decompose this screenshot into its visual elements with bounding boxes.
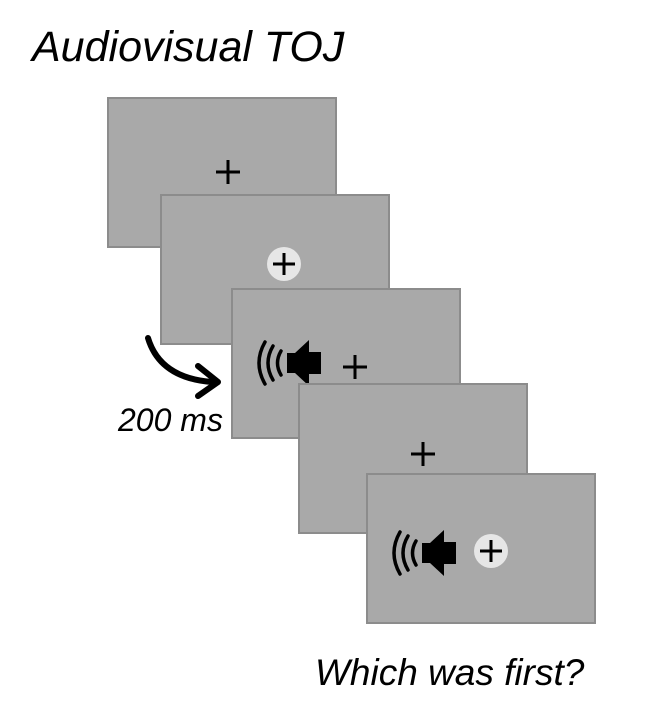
delay-label: 200 ms [118, 402, 223, 438]
response-question: Which was first? [315, 652, 585, 693]
fixation-cross-icon [273, 253, 295, 275]
speaker-icon [257, 340, 321, 386]
stimulus-frame-response [366, 473, 596, 624]
diagram-title: Audiovisual TOJ [32, 23, 345, 71]
speaker-icon [392, 530, 456, 576]
fixation-cross-icon [411, 442, 435, 466]
curved-arrow-icon [145, 335, 221, 399]
fixation-cross-icon [480, 540, 502, 562]
fixation-cross-icon [216, 160, 240, 184]
fixation-cross-icon [343, 355, 367, 379]
